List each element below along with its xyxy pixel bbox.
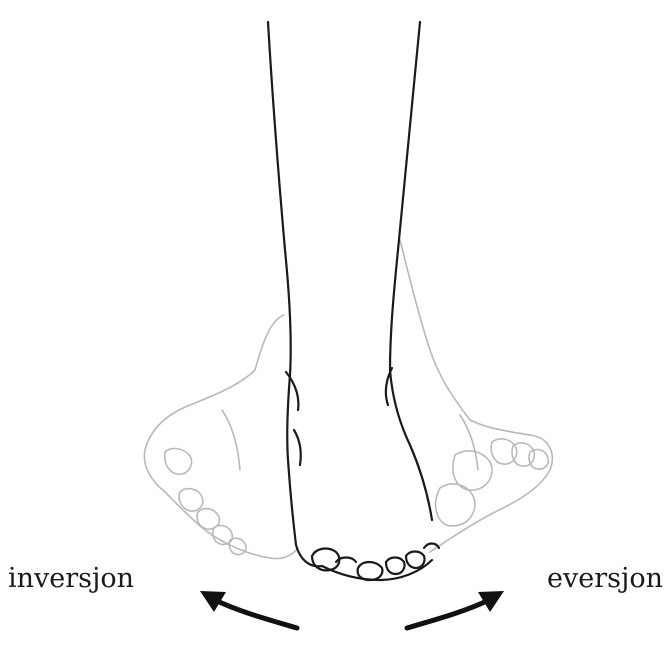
inversion-label: inversjon [8, 565, 134, 592]
neutral-leg-and-foot [268, 22, 439, 580]
inverted-foot-ghost [144, 315, 298, 559]
movement-arrows [200, 591, 504, 628]
eversion-label: eversjon [547, 565, 663, 592]
eversion-arrow [407, 600, 489, 628]
inversion-arrow [215, 600, 297, 628]
everted-foot-ghost [400, 240, 552, 552]
